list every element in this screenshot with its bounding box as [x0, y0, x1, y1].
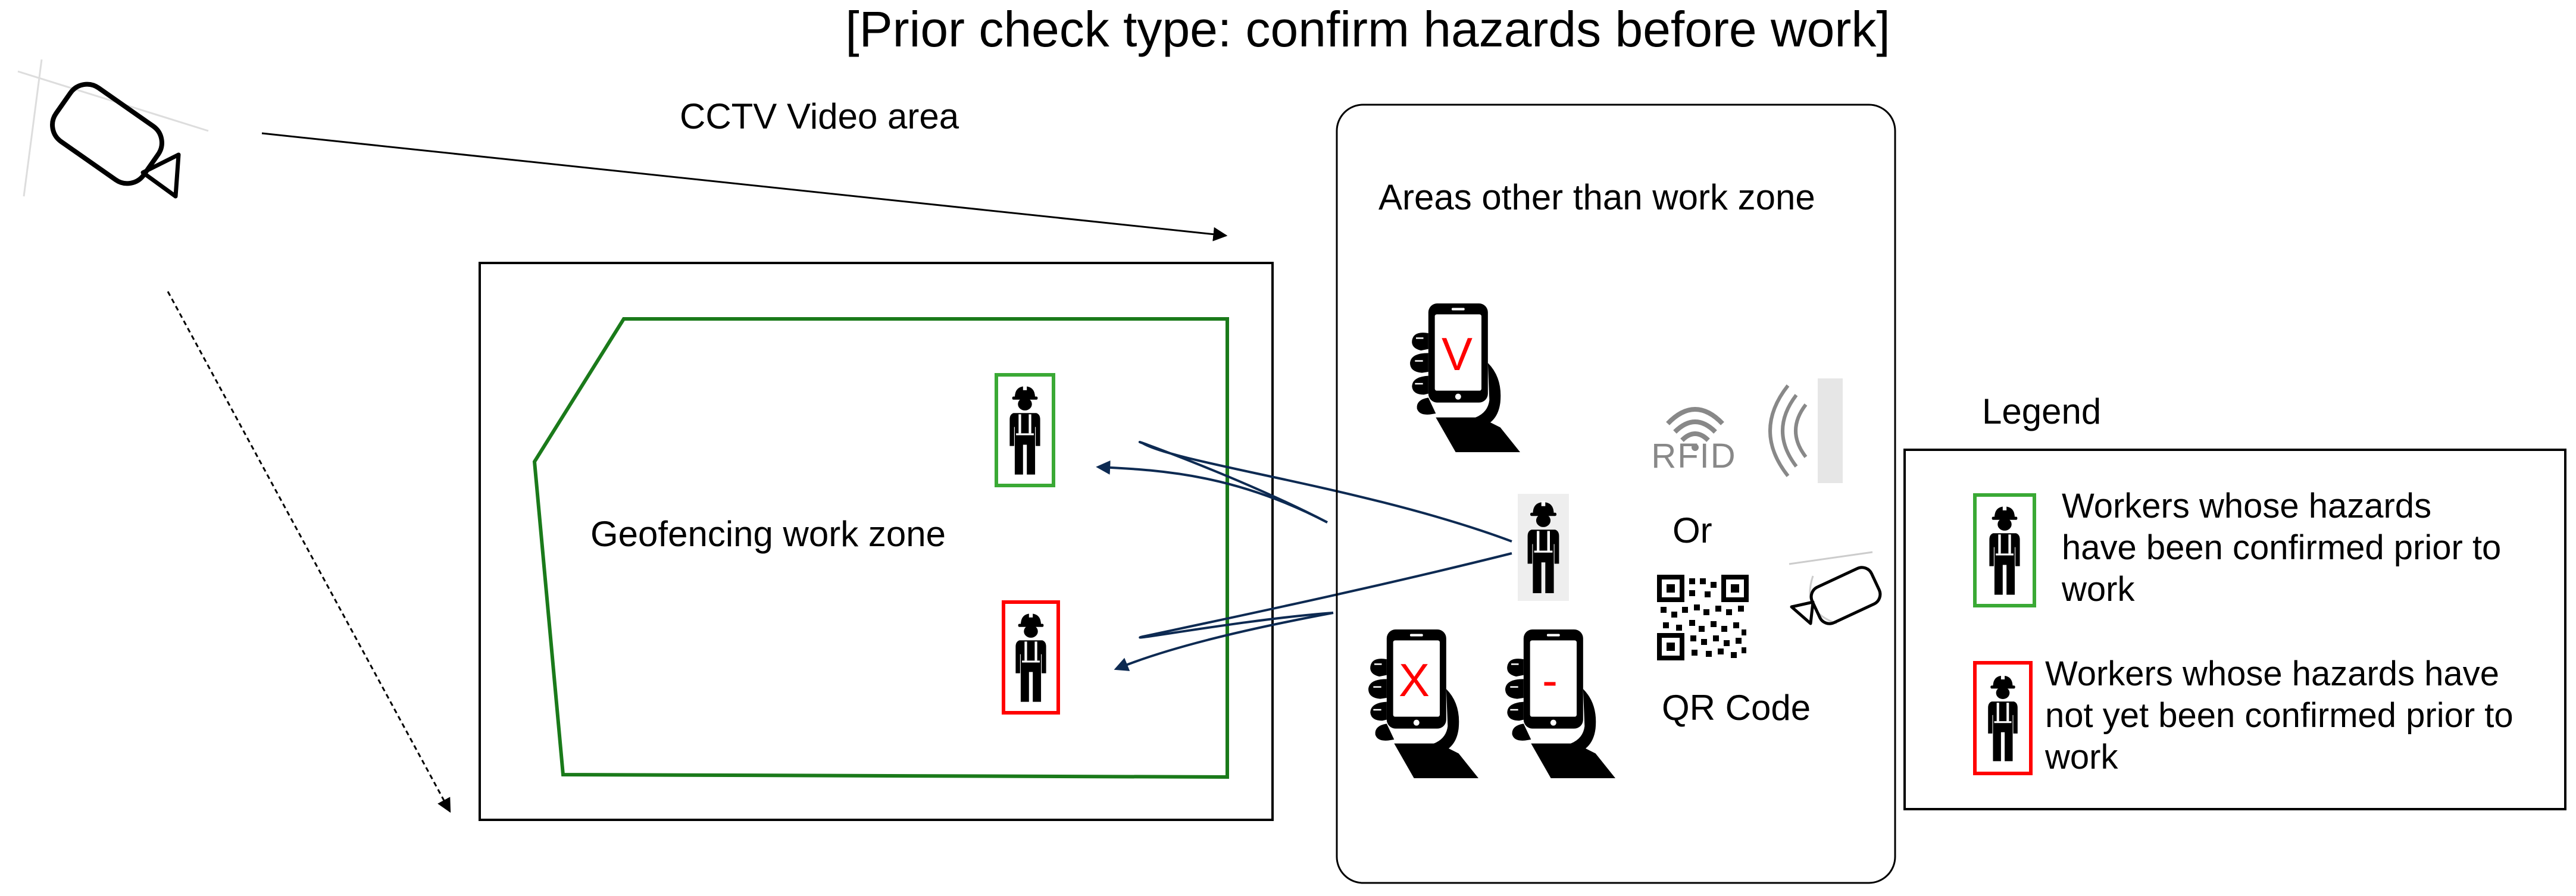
- diagram-title: [Prior check type: confirm hazards befor…: [845, 1, 1890, 57]
- qr-code-label: QR Code: [1662, 688, 1811, 728]
- rfid-label: RFID: [1651, 437, 1736, 475]
- cctv-ray-down: [167, 291, 451, 813]
- legend-unconfirmed-line-3: work: [2044, 738, 2118, 776]
- worker-icon: [1015, 612, 1046, 702]
- phone-confirm-dash: -: [1504, 628, 1615, 779]
- rfid-reader-icon: [1768, 378, 1843, 483]
- legend-confirmed-line-1: Workers whose hazards: [2062, 487, 2431, 525]
- legend-unconfirmed-line-1: Workers whose hazards have: [2045, 654, 2499, 693]
- qr-code-icon: [1657, 575, 1749, 660]
- or-label: Or: [1672, 510, 1712, 550]
- work-zone-label: Geofencing work zone: [590, 514, 946, 554]
- phone-confirm-v: V: [1409, 302, 1520, 453]
- phone-mark-v: V: [1442, 328, 1473, 380]
- phone-mark-x: X: [1399, 654, 1430, 706]
- worker-icon: [1988, 674, 2018, 762]
- other-area-label: Areas other than work zone: [1378, 177, 1815, 217]
- cctv-frame: [479, 262, 1274, 821]
- legend-item-unconfirmed: Workers whose hazards have not yet been …: [1973, 654, 2523, 776]
- legend-title: Legend: [1982, 391, 2101, 431]
- smartphone-icon: [1504, 628, 1615, 779]
- worker-icon: [1989, 505, 2020, 595]
- legend-box: [1903, 449, 2566, 810]
- phone-confirm-x: X: [1367, 628, 1478, 779]
- worker-unconfirmed-in-zone: [1002, 600, 1060, 715]
- phone-mark-dash: -: [1542, 654, 1558, 706]
- cctv-ray-right: [261, 132, 1228, 242]
- small-cctv-icon: [1789, 551, 1882, 625]
- rfid-icon: RFID: [1651, 407, 1736, 475]
- legend-confirmed-line-3: work: [2061, 570, 2135, 609]
- other-area-panel: [1336, 104, 1896, 884]
- entry-arrows: [1096, 440, 1512, 671]
- worker-icon: [1009, 385, 1040, 475]
- legend-item-unconfirmed-text: Workers whose hazards have not yet been …: [2044, 654, 2523, 776]
- cctv-area-label: CCTV Video area: [680, 96, 959, 136]
- legend-confirmed-line-2: have been confirmed prior to: [2062, 528, 2501, 567]
- geofence-boundary: [532, 317, 1229, 779]
- legend-item-confirmed: Workers whose hazards have been confirme…: [1973, 487, 2511, 609]
- legend-unconfirmed-line-2: not yet been confirmed prior to: [2045, 696, 2514, 735]
- cctv-camera-icon: [17, 59, 209, 199]
- legend-item-confirmed-text: Workers whose hazards have been confirme…: [2061, 487, 2511, 609]
- worker-outside-zone: [1518, 494, 1569, 601]
- worker-confirmed-in-zone: [995, 373, 1055, 487]
